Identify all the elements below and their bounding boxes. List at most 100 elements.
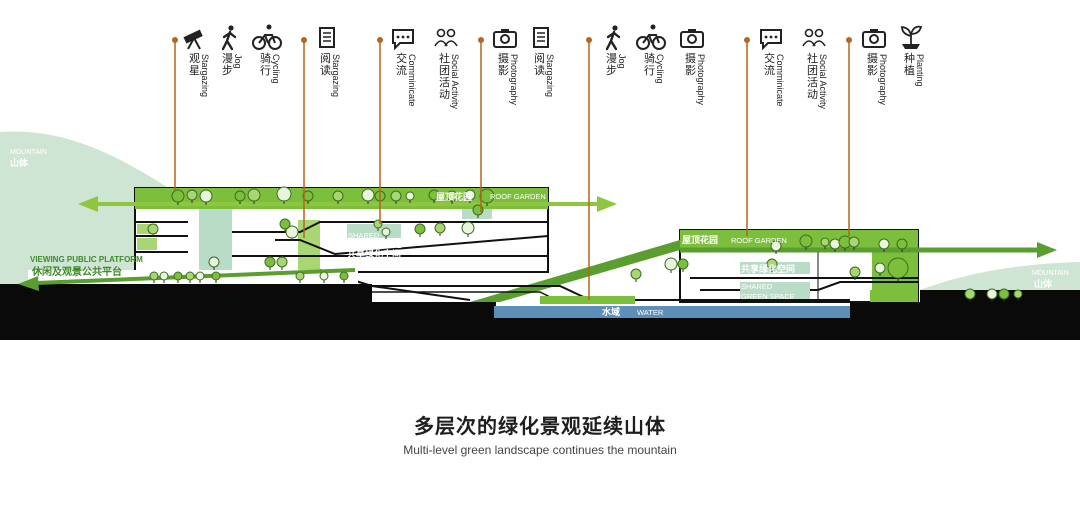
leader-line (478, 37, 484, 212)
tree (149, 271, 159, 283)
chat-icon (760, 29, 782, 51)
tree (381, 227, 391, 239)
tree (848, 236, 860, 250)
activity-label-cn: 交流 (396, 51, 407, 77)
tree (234, 190, 246, 204)
tree (147, 223, 159, 237)
tree (208, 256, 220, 270)
caption-subtitle: Multi-level green landscape continues th… (403, 443, 677, 457)
activity-label-cn: 阅读 (320, 52, 331, 77)
tree (414, 223, 426, 237)
activity-label-en: Planting (915, 54, 925, 87)
telescope-icon (183, 29, 203, 50)
mountain-left-label-cn: 山体 (10, 157, 29, 169)
activity-label-cn: 观星 (189, 52, 200, 77)
tree (428, 189, 440, 203)
activity-label-en: Jog (233, 54, 243, 69)
shared-left-cn: 共享绿化空间 (347, 248, 401, 260)
leader-line (846, 37, 852, 236)
tree (1013, 289, 1023, 301)
tree (664, 257, 678, 273)
tree (390, 190, 402, 204)
tree (820, 237, 830, 249)
activity-label-cn: 漫步 (222, 51, 233, 77)
tree (472, 204, 484, 218)
roof-arrow-left (78, 196, 617, 212)
activity-label-en: Jog (617, 54, 627, 69)
leader-line (744, 37, 750, 236)
leader-line (586, 37, 592, 300)
walk-icon (221, 25, 237, 51)
roof-garden-left-en: ROOF GARDEN (490, 192, 546, 201)
tree (405, 191, 415, 203)
activity-label-en: Photography (509, 54, 519, 106)
chat-icon (392, 29, 414, 51)
tree (186, 189, 198, 203)
tree (195, 271, 205, 283)
activity-label-cn: 漫步 (606, 51, 617, 77)
roof-garden-left-cn: 屋顶花园 (436, 191, 472, 203)
tree (332, 190, 344, 204)
tree (874, 262, 886, 276)
activity-label-cn: 骑行 (260, 52, 271, 77)
leader-line (301, 37, 307, 238)
bicycle-icon (636, 24, 666, 50)
tree (159, 271, 169, 283)
activity-label-cn: 社团活动 (439, 51, 450, 101)
tree (964, 288, 976, 302)
shared-left-en-2: GREEN SPACE (348, 241, 402, 250)
camera-icon (680, 29, 704, 48)
walk-icon (605, 25, 621, 51)
tree (199, 189, 213, 205)
shared-right-cn: 共享绿化空间 (741, 263, 795, 275)
activity-label-en: Social Activity (818, 54, 828, 110)
activity-label-en: Photography (696, 54, 706, 106)
activity-label-cn: 摄影 (867, 51, 878, 77)
mountain-right-label-en: MOUNTAIN (1032, 270, 1069, 277)
tree (630, 268, 642, 282)
tree (171, 189, 185, 205)
people-icon (434, 28, 458, 47)
ramp-lower (372, 285, 850, 301)
tree (339, 271, 349, 283)
tree (998, 288, 1010, 302)
mountain-left (0, 131, 175, 286)
activity-label-cn: 种植 (904, 51, 915, 77)
book-icon (319, 27, 335, 48)
tree (361, 188, 375, 204)
leader-line (172, 37, 178, 190)
tree (799, 234, 813, 250)
platform-label-en: VIEWING PUBLIC PLATFORM (30, 255, 143, 264)
tree (464, 189, 476, 203)
tree (986, 288, 998, 302)
shared-right-en-1: SHARED (741, 282, 773, 291)
tree (446, 190, 458, 204)
mountain-right-label-cn: 山体 (1034, 278, 1053, 290)
tree (878, 238, 890, 252)
tree (185, 271, 195, 283)
water-label-en: WATER (637, 308, 664, 317)
tree (264, 256, 276, 270)
activity-label-cn: 社团活动 (807, 51, 818, 101)
activity-label-en: Stargazing (331, 54, 341, 97)
water-label-cn: 水域 (602, 306, 620, 318)
tree (461, 221, 475, 237)
caption-title: 多层次的绿化景观延续山体 (414, 414, 666, 438)
tree (887, 257, 909, 281)
shared-right-en-2: GREEN SPACE (741, 292, 795, 301)
roof-garden-right-cn: 屋顶花园 (682, 234, 718, 246)
activity-label-en: Comminicate (407, 54, 417, 107)
mountain-left-label-en: MOUNTAIN (10, 149, 47, 156)
tree (434, 222, 446, 236)
activity-label-cn: 阅读 (534, 52, 545, 77)
